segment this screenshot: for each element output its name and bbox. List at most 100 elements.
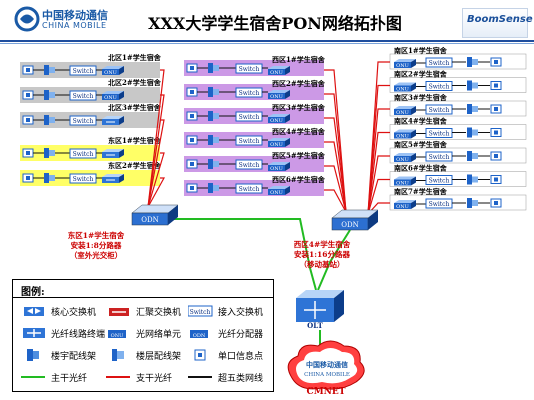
dorm-row-label: 西区3#学生宿舍 — [272, 103, 326, 112]
odn-label: ODN — [141, 216, 158, 224]
core-switch-icon — [24, 307, 44, 316]
access-switch-label: Switch — [73, 118, 94, 125]
branch-fiber — [147, 152, 165, 208]
floor-patch-panel-icon — [44, 148, 55, 158]
onu-icon: ONU — [394, 106, 416, 116]
legend-item: 楼宇配线架 — [21, 348, 96, 362]
odn-left-caption: （室外光交柜） — [70, 250, 123, 260]
onu-label: ONU — [396, 157, 409, 163]
access-switch-icon: Switch — [425, 104, 453, 115]
legend-item: 超五类网线 — [188, 370, 263, 384]
access-switch-icon: Switch — [425, 57, 453, 68]
onu-label: ONU — [396, 63, 409, 69]
onu-icon: ONU — [394, 59, 416, 69]
access-switch-label: Switch — [73, 176, 94, 183]
olt-icon — [23, 328, 45, 338]
access-switch-label: Switch — [429, 60, 450, 67]
dorm-row-label: 西区1#学生宿舍 — [272, 55, 326, 64]
building-patch-panel-icon — [27, 349, 39, 361]
onu-icon: ONU — [394, 200, 416, 210]
splitter-icon: ODN — [190, 330, 208, 339]
access-switch-icon: Switch — [425, 198, 453, 209]
access-switch-label: Switch — [239, 162, 260, 169]
boomsense-logo-text: BoomSense — [467, 14, 533, 25]
china-mobile-logo: 中国移动通信 CHINA MOBILE — [14, 6, 134, 36]
floor-patch-panel-icon — [208, 111, 219, 121]
dorm-row-label: 西区2#学生宿舍 — [272, 79, 326, 88]
branch-fiber — [147, 94, 165, 208]
access-switch-icon: Switch — [235, 135, 263, 146]
access-switch-label: Switch — [239, 90, 260, 97]
info-point-icon — [490, 198, 502, 208]
odn-right-caption: 安装1:16分路器 — [294, 249, 350, 259]
aggregation-switch-icon — [102, 174, 124, 183]
dorm-row-label: 南区7#学生宿舍 — [394, 187, 448, 196]
branch-fiber — [324, 189, 347, 213]
svg-text:ONU: ONU — [111, 333, 124, 339]
access-switch-label: Switch — [429, 131, 450, 138]
branch-fiber — [367, 108, 390, 215]
legend-divider — [13, 297, 273, 298]
legend-title: 图例: — [21, 287, 45, 298]
dorm-row-label: 南区5#学生宿舍 — [394, 140, 448, 149]
cloud-logo-en: CHINA MOBILE — [304, 372, 350, 378]
dorm-row-label: 南区6#学生宿舍 — [394, 164, 448, 173]
legend-item-label: 主干光纤 — [51, 373, 88, 384]
branch-fiber — [147, 119, 165, 208]
onu-label: ONU — [270, 118, 283, 124]
odn-right-caption: 西区4#学生宿舍 — [294, 239, 351, 249]
info-point-icon — [490, 128, 502, 137]
branch-fiber — [324, 165, 347, 213]
odn-splitter-right: ODN — [331, 209, 379, 231]
floor-patch-panel-icon — [467, 151, 478, 161]
access-switch-icon: Switch — [69, 148, 97, 159]
onu-label: ONU — [270, 142, 283, 148]
china-mobile-logo-cn: 中国移动通信 — [42, 9, 108, 22]
access-switch-label: Switch — [239, 138, 260, 145]
access-switch-label: Switch — [239, 186, 260, 193]
onu-icon: ONU — [102, 66, 124, 76]
svg-text:ODN: ODN — [193, 333, 206, 339]
info-point-icon — [22, 90, 34, 100]
dorm-row-label: 南区2#学生宿舍 — [394, 70, 448, 79]
onu-label: ONU — [396, 181, 409, 187]
odn-right-caption: （移动基站） — [300, 259, 345, 269]
odn-splitter-left: ODN — [131, 204, 179, 226]
branch-fiber — [147, 177, 166, 208]
legend-item: 主干光纤 — [21, 370, 87, 384]
info-point-icon — [490, 175, 502, 184]
legend-item-label: 接入交换机 — [218, 307, 264, 318]
access-switch-icon: Switch — [69, 115, 97, 126]
core-switch-olt: OLT — [296, 290, 344, 330]
china-mobile-logo-en: CHINA MOBILE — [42, 21, 107, 30]
info-point-icon — [186, 87, 198, 97]
info-point-icon — [194, 349, 206, 361]
access-switch-label: Switch — [73, 68, 94, 75]
access-switch-icon: Switch — [69, 65, 97, 76]
header-divider — [0, 40, 534, 42]
onu-icon: ONU — [108, 330, 126, 339]
cloud-caption: CMNET — [307, 387, 346, 397]
onu-icon: ONU — [394, 129, 416, 140]
onu-label: ONU — [396, 134, 409, 140]
info-point-icon — [186, 183, 198, 193]
onu-label: ONU — [396, 110, 409, 116]
page-title: XXX大学学生宿舍PON网络拓扑图 — [148, 14, 402, 33]
branch-fiber-lines — [147, 61, 390, 215]
legend-item: 单口信息点 — [188, 348, 263, 362]
access-switch-label: Switch — [429, 154, 450, 161]
dorm-row-label: 西区5#学生宿舍 — [272, 151, 326, 160]
onu-icon: ONU — [268, 162, 290, 172]
floor-patch-panel-icon — [112, 349, 124, 361]
china-mobile-emblem-icon — [14, 6, 40, 32]
access-switch-icon: Switch — [425, 81, 453, 91]
access-switch-label: Switch — [239, 114, 260, 121]
